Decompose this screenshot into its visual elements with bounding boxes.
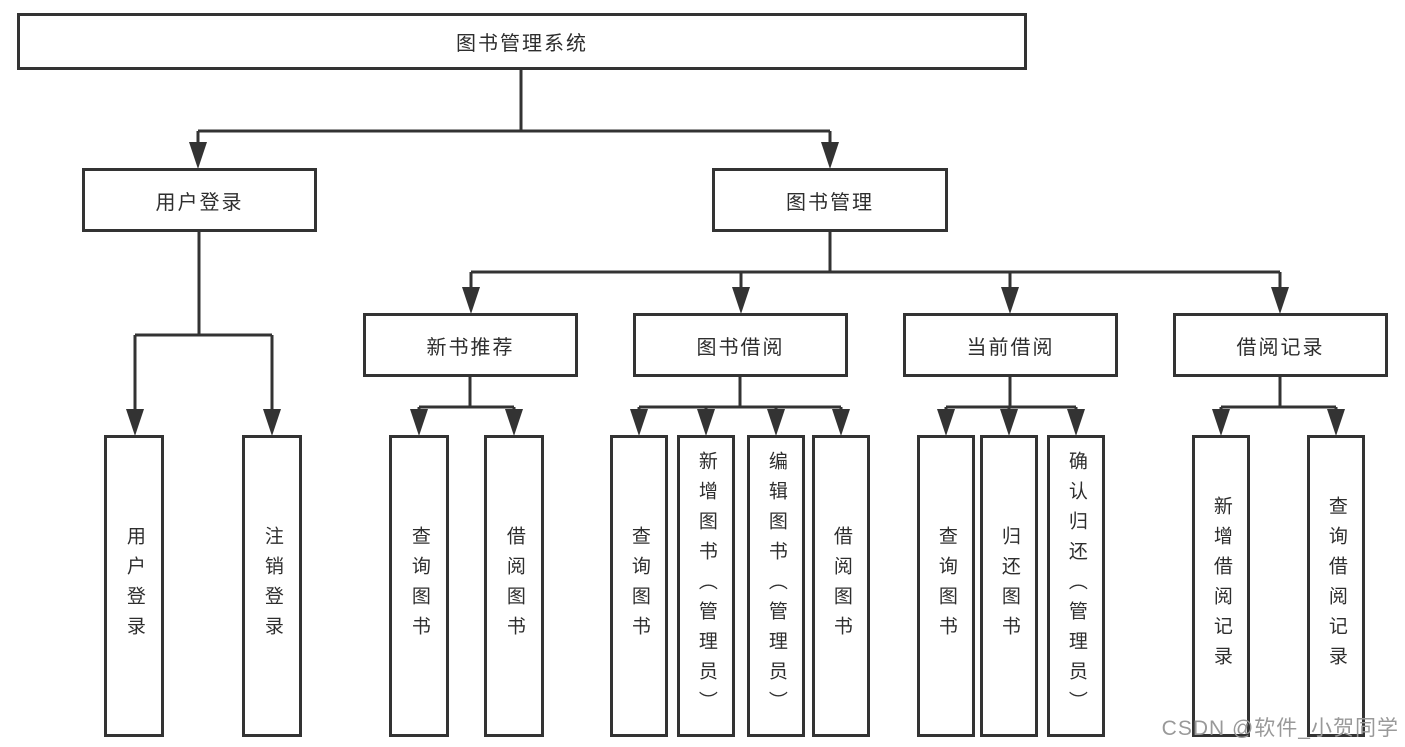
connector-line [196, 70, 832, 148]
connector-line [469, 232, 1282, 292]
leaf-current-query-books: 查询图书 [917, 435, 975, 737]
node-label: 用户登录 [123, 526, 145, 646]
arrowhead [630, 409, 648, 436]
node-new-book-recommendation: 新书推荐 [363, 313, 578, 377]
arrowhead [126, 409, 144, 436]
node-label: 编辑图书（管理员） [765, 451, 787, 721]
arrowhead [732, 287, 750, 314]
arrowhead [937, 409, 955, 436]
arrowhead [1000, 409, 1018, 436]
leaf-borrow-add-book-admin: 新增图书（管理员） [677, 435, 735, 737]
csdn-watermark: CSDN @软件_小贺同学 [1161, 717, 1399, 740]
leaf-logout: 注销登录 [242, 435, 302, 737]
arrowhead [410, 409, 428, 436]
node-label: 图书管理系统 [456, 33, 588, 55]
node-label: 借阅图书 [830, 526, 852, 646]
leaf-borrow-edit-book-admin: 编辑图书（管理员） [747, 435, 805, 737]
arrowhead [1067, 409, 1085, 436]
node-label: 查询图书 [935, 526, 957, 646]
leaf-borrow-query-books: 查询图书 [610, 435, 668, 737]
arrowhead [821, 142, 839, 169]
connector-line [417, 377, 516, 414]
arrowhead [697, 409, 715, 436]
connector-line [133, 232, 274, 415]
arrowhead [832, 409, 850, 436]
leaf-recommend-borrow-books: 借阅图书 [484, 435, 544, 737]
node-borrowing-records: 借阅记录 [1173, 313, 1388, 377]
connector-line [944, 377, 1078, 414]
arrowhead [462, 287, 480, 314]
node-user-login: 用户登录 [82, 168, 317, 232]
arrowhead [189, 142, 207, 169]
leaf-records-query-record: 查询借阅记录 [1307, 435, 1365, 737]
node-book-management: 图书管理 [712, 168, 948, 232]
node-label: 确认归还（管理员） [1065, 451, 1087, 721]
node-label: 用户登录 [155, 191, 244, 214]
node-book-borrowing: 图书借阅 [633, 313, 848, 377]
node-label: 新书推荐 [426, 336, 515, 359]
node-library-management-system: 图书管理系统 [17, 13, 1027, 70]
leaf-recommend-query-books: 查询图书 [389, 435, 449, 737]
node-label: 查询借阅记录 [1325, 496, 1347, 676]
arrowhead [263, 409, 281, 436]
node-label: 图书管理 [786, 191, 874, 214]
arrowhead [1212, 409, 1230, 436]
leaf-current-confirm-return-admin: 确认归还（管理员） [1047, 435, 1105, 737]
node-label: 新增借阅记录 [1210, 496, 1232, 676]
node-label: 新增图书（管理员） [695, 451, 717, 721]
node-label: 图书借阅 [696, 336, 785, 359]
leaf-user-login: 用户登录 [104, 435, 164, 737]
connector-line [1219, 377, 1338, 414]
arrowhead [505, 409, 523, 436]
node-label: 借阅记录 [1236, 336, 1325, 359]
arrowhead [767, 409, 785, 436]
arrowhead [1271, 287, 1289, 314]
node-current-borrowing: 当前借阅 [903, 313, 1118, 377]
leaf-current-return-books: 归还图书 [980, 435, 1038, 737]
arrowhead [1001, 287, 1019, 314]
node-label: 注销登录 [261, 526, 283, 646]
node-label: 借阅图书 [503, 526, 525, 646]
leaf-records-add-record: 新增借阅记录 [1192, 435, 1250, 737]
leaf-borrow-borrow-books: 借阅图书 [812, 435, 870, 737]
connector-line [637, 377, 843, 414]
arrowhead [1327, 409, 1345, 436]
node-label: 当前借阅 [966, 336, 1055, 359]
node-label: 查询图书 [628, 526, 650, 646]
node-label: 查询图书 [408, 526, 430, 646]
node-label: 归还图书 [998, 526, 1020, 646]
